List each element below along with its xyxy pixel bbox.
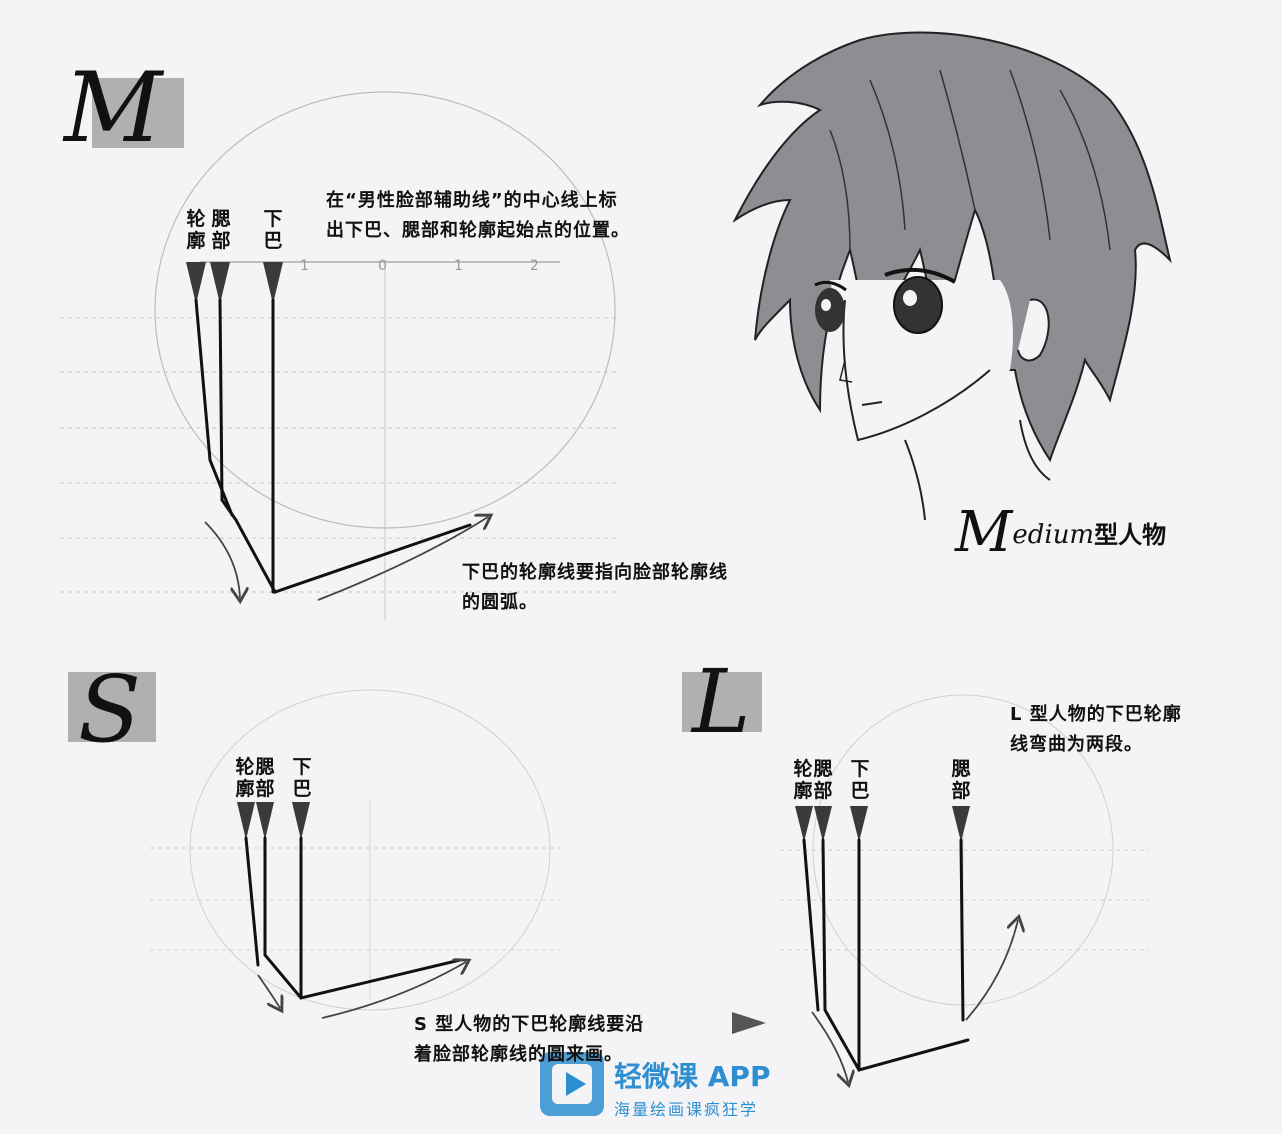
m-label-cheek: 腮部 bbox=[211, 208, 231, 252]
l-jaw-lines bbox=[802, 838, 970, 1072]
m-section-letter: M bbox=[64, 52, 163, 164]
s-markers bbox=[237, 802, 310, 840]
s-label-chin: 下巴 bbox=[292, 756, 312, 800]
watermark-title: 轻微课 APP bbox=[614, 1060, 771, 1093]
m-note-bottom: 下巴的轮廓线要指向脸部轮廓线 的圆弧。 bbox=[462, 558, 728, 618]
m-note-bottom-line2: 的圆弧。 bbox=[462, 592, 538, 613]
l-label-contour: 轮廓 bbox=[793, 758, 813, 802]
m-label-contour: 轮廓 bbox=[186, 208, 206, 252]
l-guide-grid bbox=[780, 810, 1150, 1010]
l-markers bbox=[795, 806, 970, 842]
s-jaw-lines bbox=[244, 836, 462, 1000]
l-label-cheek: 腮部 bbox=[813, 758, 833, 802]
m-jaw-lines bbox=[194, 298, 472, 594]
l-label-cheek2: 腮部 bbox=[951, 758, 971, 802]
m-tick-1b: 1 bbox=[454, 258, 463, 274]
s-section-letter: S bbox=[78, 656, 142, 763]
l-label-chin: 下巴 bbox=[850, 758, 870, 802]
l-note-line1: L 型人物的下巴轮廓 bbox=[1010, 704, 1182, 725]
m-tick-0: 0 bbox=[378, 258, 387, 274]
m-markers bbox=[186, 262, 283, 304]
medium-caption-cn: 型人物 bbox=[1094, 521, 1167, 549]
m-tick-2: 2 bbox=[530, 258, 539, 274]
s-face-circle bbox=[189, 689, 551, 1011]
l-note-line2: 线弯曲为两段。 bbox=[1010, 734, 1143, 755]
l-letter-shadow bbox=[682, 672, 762, 732]
m-arrows bbox=[204, 517, 488, 600]
m-note-top: 在“男性脸部辅助线”的中心线上标 出下巴、腮部和轮廓起始点的位置。 bbox=[326, 186, 630, 246]
m-guide-grid bbox=[60, 260, 620, 620]
s-arrows bbox=[257, 962, 466, 1019]
m-note-top-line2: 出下巴、腮部和轮廓起始点的位置。 bbox=[326, 220, 630, 241]
l-arrows bbox=[811, 920, 1018, 1082]
s-note: S 型人物的下巴轮廓线要沿 着脸部轮廓线的圆来画。 bbox=[414, 1010, 644, 1070]
l-note: L 型人物的下巴轮廓 线弯曲为两段。 bbox=[1010, 700, 1182, 760]
app-logo-icon bbox=[540, 1052, 604, 1116]
l-section-letter: L bbox=[692, 650, 751, 753]
m-letter-shadow bbox=[92, 78, 184, 148]
s-label-contour: 轮廓 bbox=[235, 756, 255, 800]
s-note-line2: 着脸部轮廓线的圆来画。 bbox=[414, 1044, 623, 1065]
m-note-top-line1: 在“男性脸部辅助线”的中心线上标 bbox=[326, 190, 618, 211]
pointer-triangle bbox=[732, 1012, 766, 1034]
s-note-line1: S 型人物的下巴轮廓线要沿 bbox=[414, 1014, 645, 1035]
s-label-cheek: 腮部 bbox=[255, 756, 275, 800]
character-head-illustration bbox=[732, 31, 1172, 521]
s-guide-grid bbox=[150, 800, 560, 1000]
medium-caption-script-letter: M bbox=[955, 500, 1013, 565]
m-label-chin: 下巴 bbox=[263, 208, 283, 252]
m-face-circle bbox=[154, 91, 616, 529]
watermark-subtitle: 海量绘画课疯狂学 bbox=[614, 1100, 759, 1119]
medium-caption-text: edium bbox=[1012, 520, 1095, 550]
m-note-bottom-line1: 下巴的轮廓线要指向脸部轮廓线 bbox=[462, 562, 728, 583]
medium-caption: Medium型人物 bbox=[955, 500, 1166, 565]
s-letter-shadow bbox=[68, 672, 156, 742]
m-tick-1: 1 bbox=[300, 258, 309, 274]
